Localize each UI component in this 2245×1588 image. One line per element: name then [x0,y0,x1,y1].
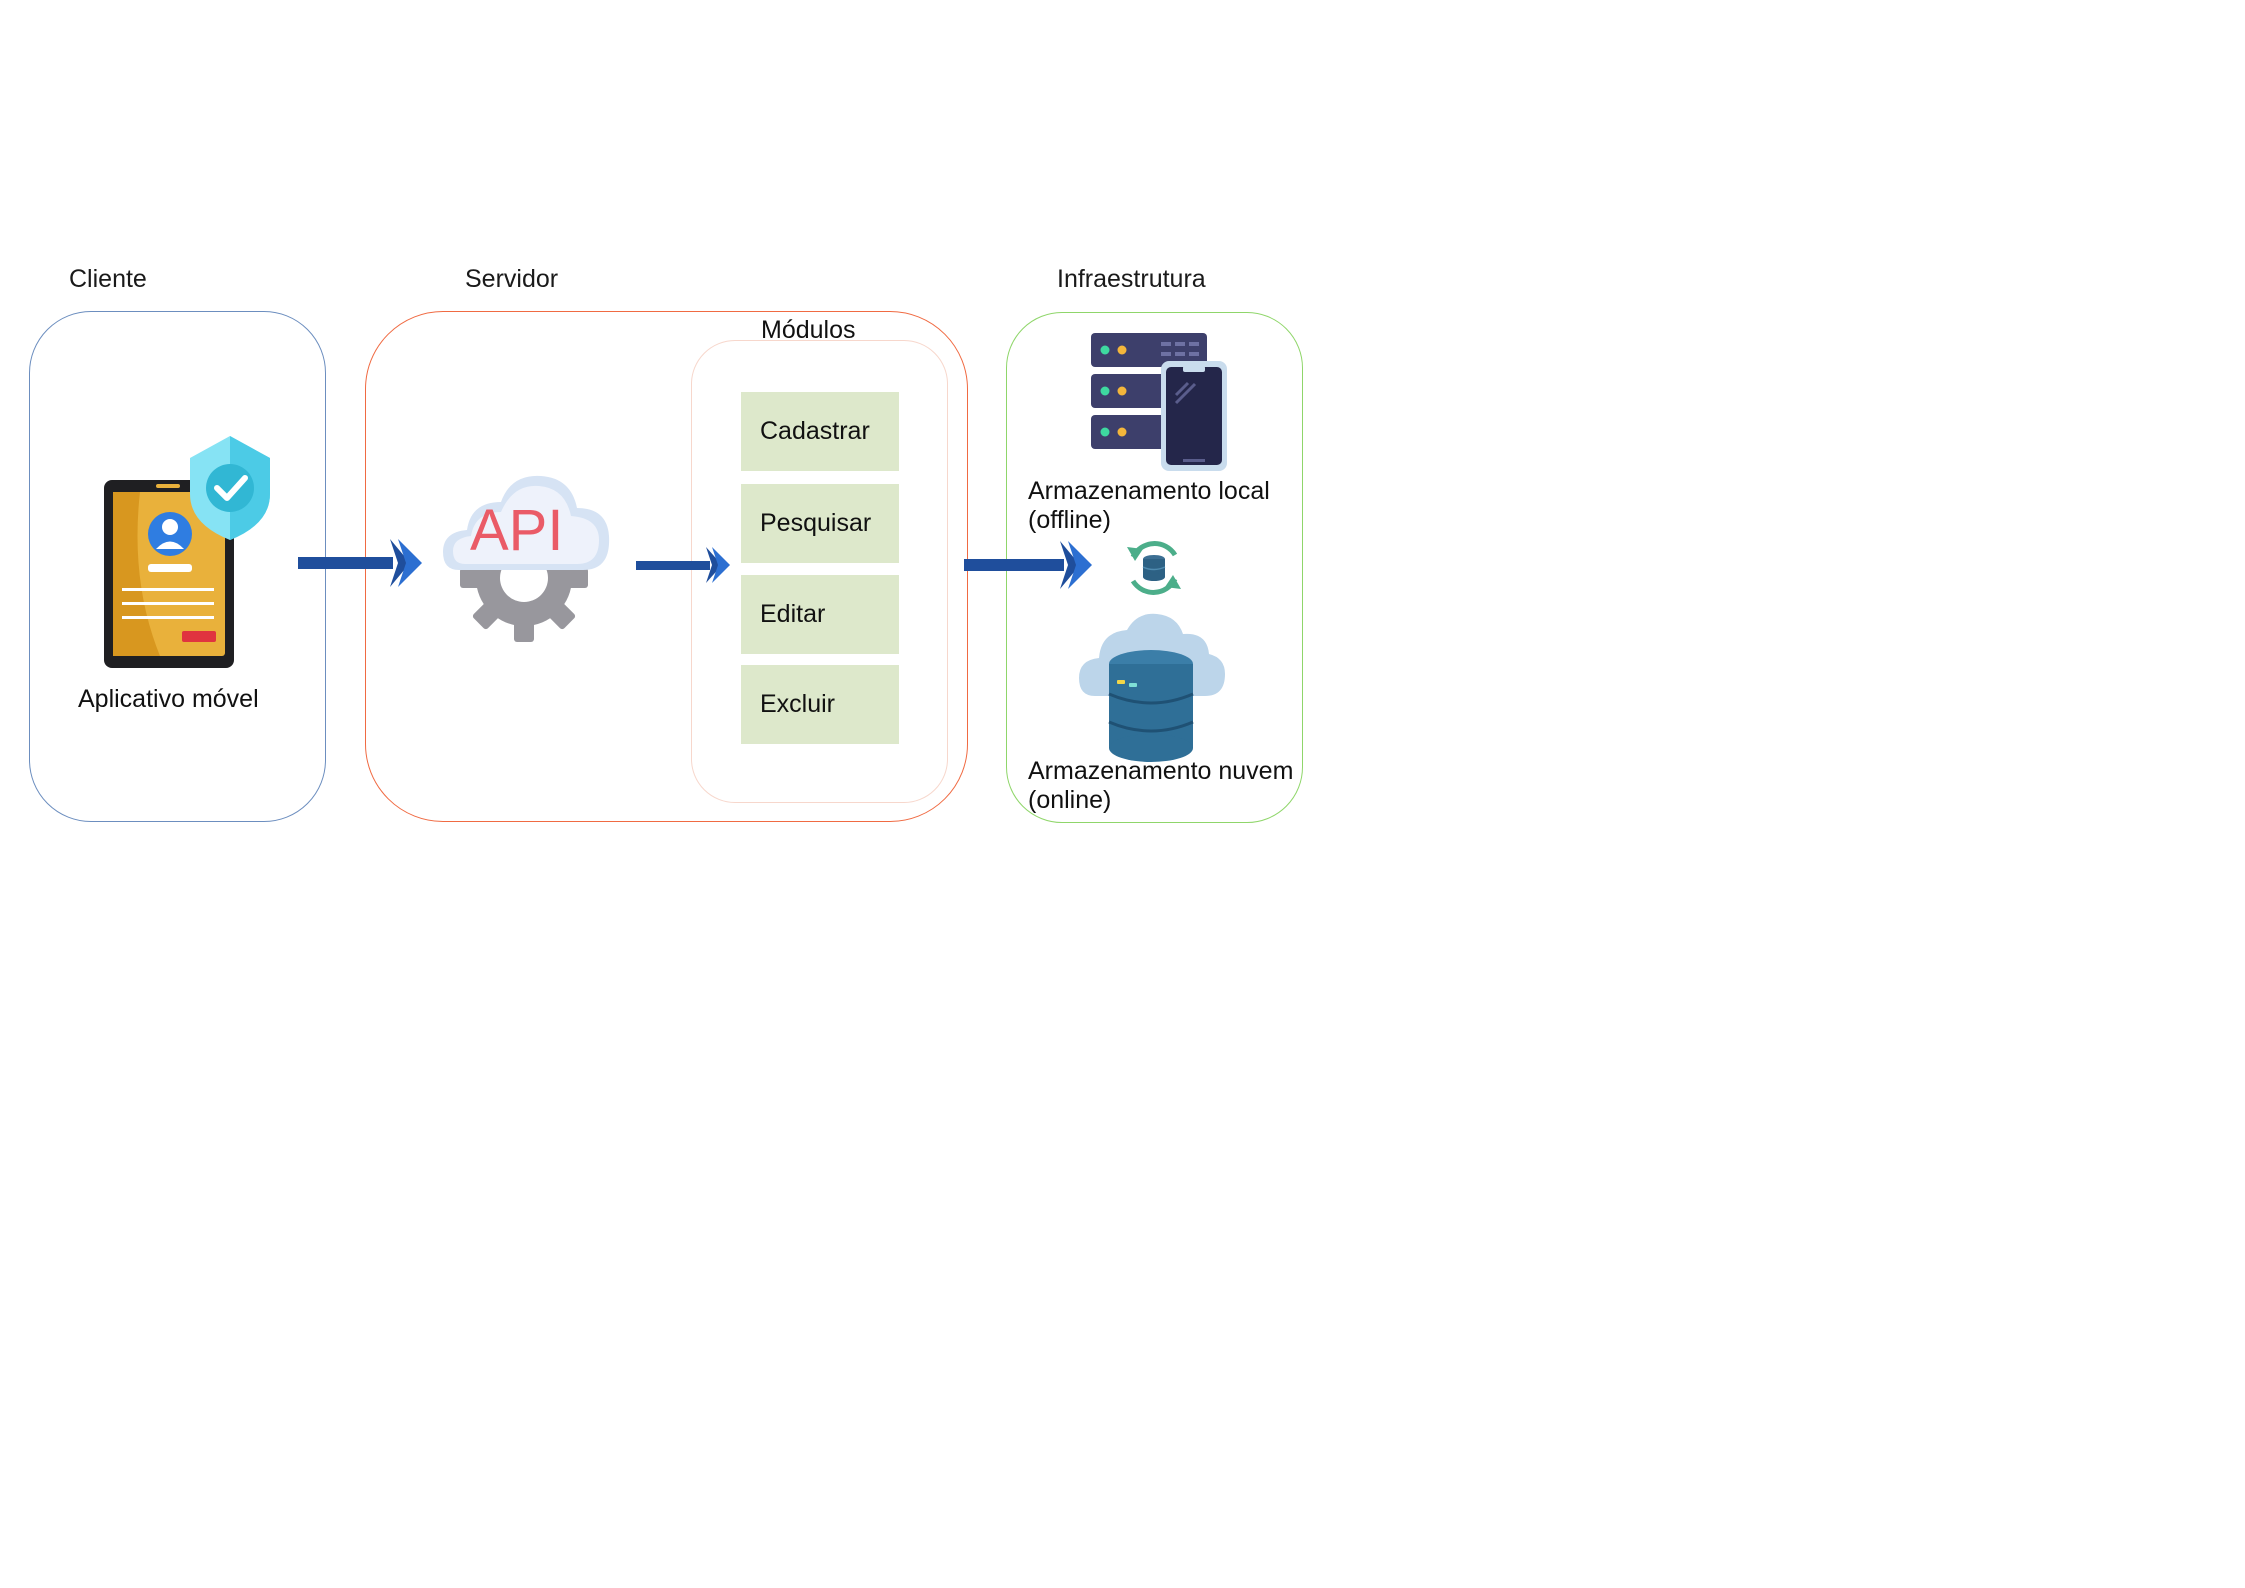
database-sync-icon [1127,541,1181,595]
modules-panel [691,340,948,803]
server-phone-icon [1091,333,1227,471]
arrow-right-icon [636,547,730,583]
module-label: Excluir [760,690,836,718]
cloud-database-icon [1079,613,1225,762]
api-cloud-gear-icon [443,475,610,642]
module-label: Pesquisar [760,509,872,537]
section-title-modules: Módulos [761,316,856,344]
cloud-storage-line2: (online) [1028,786,1112,814]
local-storage-label: Armazenamento local (offline) [1028,477,1270,535]
module-editar: Editar [741,575,899,654]
section-title-server: Servidor [465,265,559,293]
section-title-client: Cliente [69,265,147,293]
arrow-right-icon [964,541,1092,589]
cloud-storage-label: Armazenamento nuvem (online) [1028,757,1293,815]
mobile-app-security-icon [104,436,270,668]
module-label: Cadastrar [760,417,870,445]
module-pesquisar: Pesquisar [741,484,899,563]
section-title-infrastructure: Infraestrutura [1057,265,1206,293]
local-storage-line1: Armazenamento local [1028,477,1270,505]
cloud-storage-line1: Armazenamento nuvem [1028,757,1294,785]
module-label: Editar [760,600,826,628]
module-cadastrar: Cadastrar [741,392,899,471]
module-excluir: Excluir [741,665,899,744]
local-storage-line2: (offline) [1028,506,1111,534]
api-label: API [470,498,564,563]
client-app-label: Aplicativo móvel [78,685,259,713]
arrow-right-icon [298,539,422,587]
